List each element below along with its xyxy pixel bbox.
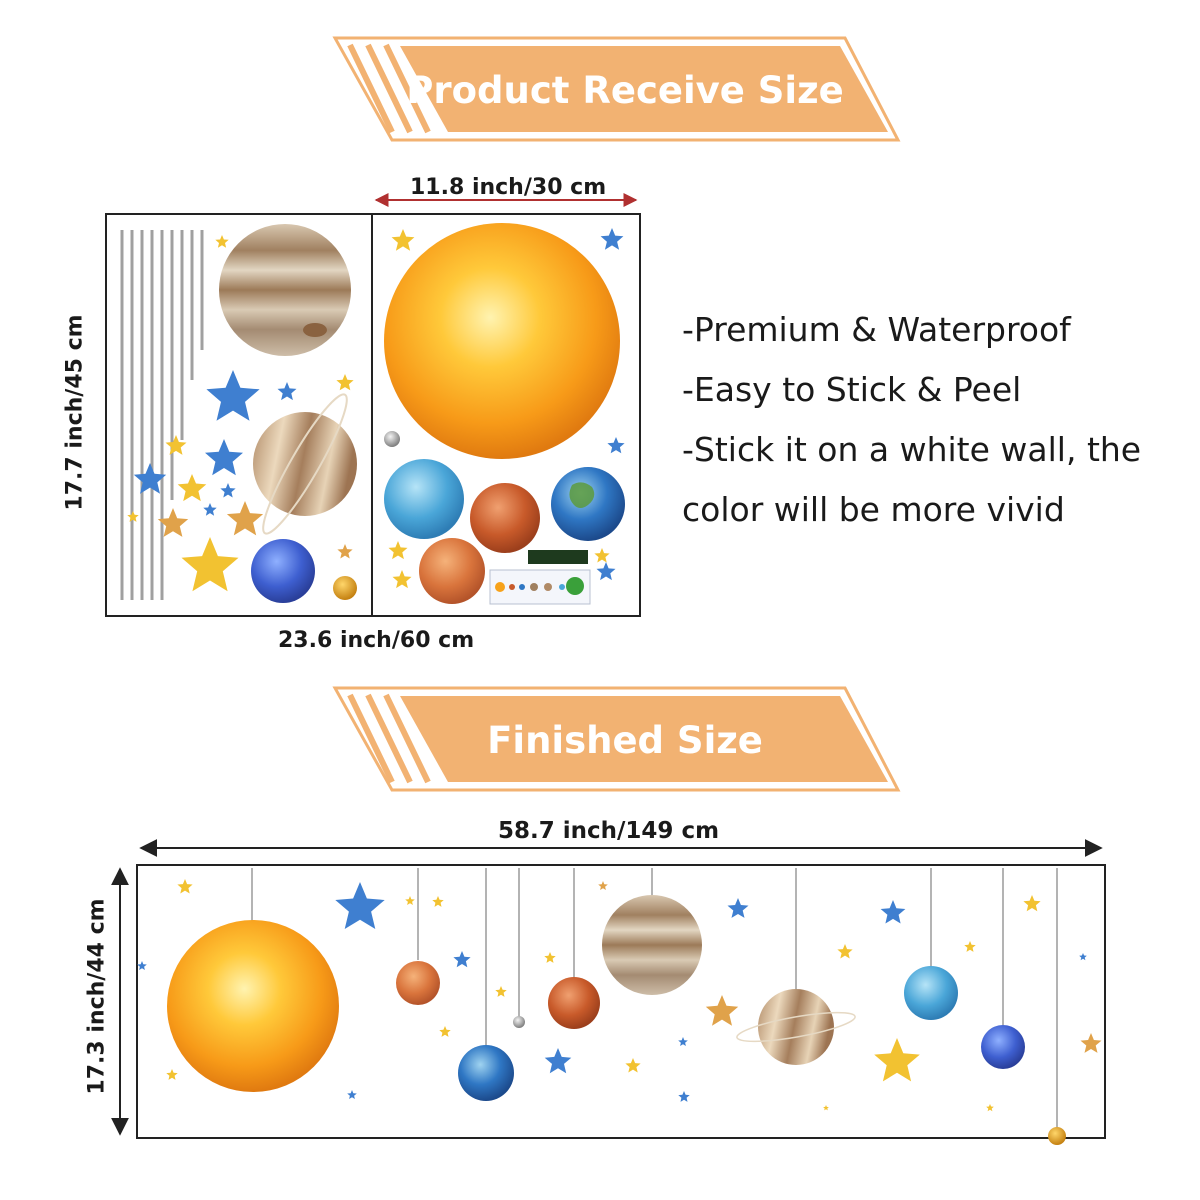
panel-width-label: 11.8 inch/30 cm xyxy=(410,175,607,200)
mini-sun-icon xyxy=(1048,1127,1066,1145)
star-icon xyxy=(137,961,147,970)
feature-item: color will be more vivid xyxy=(682,490,1065,529)
feature-item: -Premium & Waterproof xyxy=(682,310,1071,349)
star-icon xyxy=(336,374,354,391)
banner-finished: Finished Size xyxy=(330,688,900,793)
star-icon xyxy=(220,483,236,498)
star-icon xyxy=(181,537,239,592)
star-icon xyxy=(596,562,616,581)
saturn-ring xyxy=(262,393,348,535)
hanging-strings xyxy=(251,868,1058,1130)
star-icon xyxy=(205,439,243,476)
star-icon xyxy=(203,503,217,516)
saturn-ring xyxy=(736,1011,856,1043)
feature-item: -Easy to Stick & Peel xyxy=(682,370,1022,409)
saturn-planet-icon xyxy=(758,989,834,1065)
star-icon-group xyxy=(127,228,1102,1112)
green-sticker-dot xyxy=(566,577,584,595)
receive-height-label: 17.7 inch/45 cm xyxy=(62,314,88,511)
star-icon xyxy=(405,896,415,905)
star-icon xyxy=(544,952,556,963)
star-icon xyxy=(986,1104,994,1112)
star-icon xyxy=(177,474,207,502)
star-icon xyxy=(1080,1033,1102,1053)
earth-planet-icon xyxy=(458,1045,514,1101)
banner-receive-title: Product Receive Size xyxy=(406,69,844,112)
star-icon xyxy=(705,995,739,1026)
star-icon xyxy=(166,1069,178,1080)
banner-finished-shape xyxy=(332,686,901,792)
mars-planet-icon xyxy=(548,977,600,1029)
feature-item: -Stick it on a white wall, the xyxy=(682,430,1142,469)
mini-sun-icon xyxy=(333,576,357,600)
sticker-label xyxy=(528,550,588,564)
uranus-planet-icon xyxy=(904,966,958,1020)
star-icon xyxy=(1023,895,1041,912)
venus-planet-icon xyxy=(396,961,440,1005)
star-icon xyxy=(215,235,229,248)
star-icon xyxy=(392,570,412,589)
venus-planet-icon xyxy=(419,538,485,604)
neptune-planet-icon xyxy=(981,1025,1025,1069)
star-icon xyxy=(495,986,507,997)
star-icon xyxy=(544,1048,572,1074)
star-icon xyxy=(625,1058,641,1073)
receive-total-width-label: 23.6 inch/60 cm xyxy=(278,628,475,653)
star-icon xyxy=(678,1091,690,1102)
star-icon xyxy=(157,508,189,537)
uranus-planet-icon xyxy=(384,459,464,539)
star-icon xyxy=(277,382,297,401)
star-icon xyxy=(337,544,353,559)
star-icon xyxy=(964,941,976,952)
star-icon xyxy=(391,229,415,251)
mercury-planet-icon xyxy=(384,431,400,447)
star-icon xyxy=(439,1026,451,1037)
star-icon xyxy=(600,228,624,250)
banner-finished-title: Finished Size xyxy=(487,719,763,762)
neptune-planet-icon xyxy=(251,539,315,603)
star-icon xyxy=(880,900,906,924)
jupiter-planet-icon xyxy=(602,895,702,995)
star-icon xyxy=(727,898,749,918)
finished-height-label: 17.3 inch/44 cm xyxy=(84,898,110,1095)
star-icon xyxy=(226,501,264,536)
star-icon xyxy=(127,511,139,522)
star-icon xyxy=(594,548,610,563)
mercury-planet-icon xyxy=(513,1016,525,1028)
star-icon xyxy=(388,541,408,560)
jupiter-planet-icon xyxy=(219,224,351,356)
star-icon xyxy=(432,896,444,907)
mars-planet-icon xyxy=(470,483,540,553)
finished-width-label: 58.7 inch/149 cm xyxy=(498,818,720,844)
saturn-planet-icon xyxy=(253,412,357,516)
star-icon xyxy=(177,879,193,894)
star-icon xyxy=(347,1090,357,1099)
star-icon xyxy=(823,1105,829,1111)
sun-icon xyxy=(167,920,339,1092)
star-icon xyxy=(335,882,385,929)
star-icon xyxy=(133,463,167,494)
star-icon xyxy=(453,951,471,968)
ruler-strip-icon xyxy=(120,230,204,600)
star-icon xyxy=(165,435,187,455)
earth-land xyxy=(569,482,595,508)
sun-icon xyxy=(384,223,620,459)
great-red-spot xyxy=(303,323,327,337)
star-icon xyxy=(837,944,853,959)
banner-receive: Product Receive Size xyxy=(330,38,900,143)
star-icon xyxy=(598,881,608,890)
banner-receive-shape xyxy=(332,36,901,142)
star-icon xyxy=(1079,953,1087,961)
star-icon xyxy=(874,1038,920,1082)
feature-list: -Premium & Waterproof -Easy to Stick & P… xyxy=(682,300,1182,540)
star-icon xyxy=(678,1037,688,1046)
star-icon xyxy=(206,370,260,421)
star-icon xyxy=(607,437,625,454)
